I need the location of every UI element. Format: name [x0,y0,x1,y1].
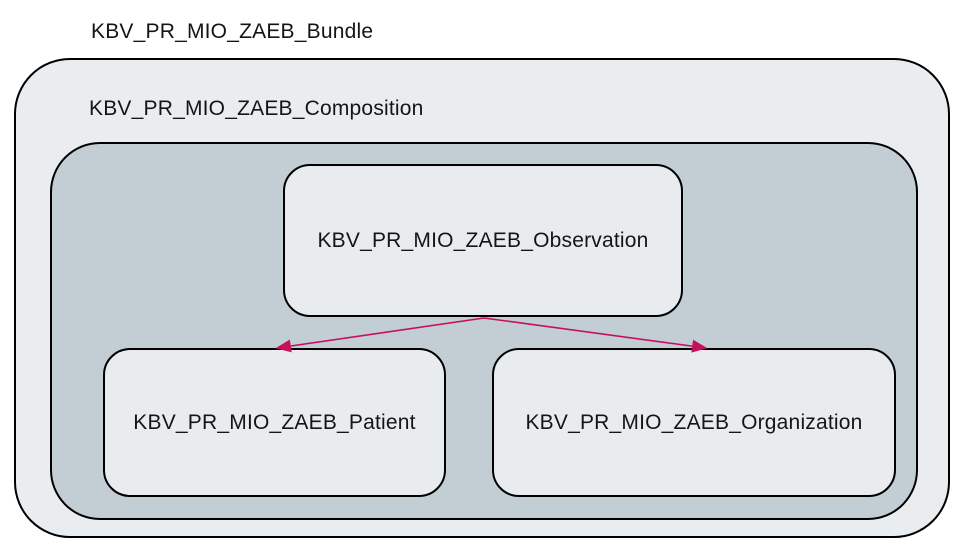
node-patient-label: KBV_PR_MIO_ZAEB_Patient [133,410,416,434]
node-organization: KBV_PR_MIO_ZAEB_Organization [492,348,896,497]
node-organization-label: KBV_PR_MIO_ZAEB_Organization [525,410,863,434]
composition-label: KBV_PR_MIO_ZAEB_Composition [89,97,424,120]
node-observation: KBV_PR_MIO_ZAEB_Observation [283,164,683,317]
bundle-title: KBV_PR_MIO_ZAEB_Bundle [91,20,374,43]
node-observation-label: KBV_PR_MIO_ZAEB_Observation [317,228,649,252]
node-patient: KBV_PR_MIO_ZAEB_Patient [103,348,446,497]
